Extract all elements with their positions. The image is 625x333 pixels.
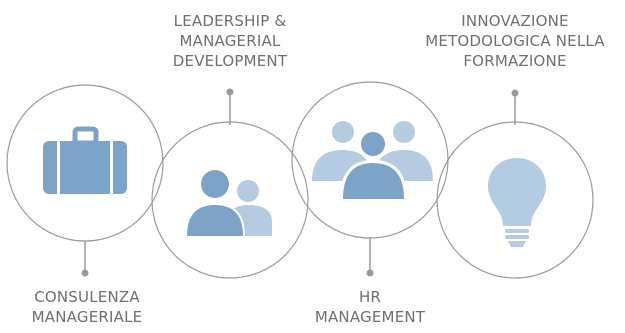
connectors (81, 88, 519, 277)
label-line: LEADERSHIP & (173, 12, 287, 30)
lightbulb-icon (488, 158, 546, 247)
label-line: METODOLOGICA NELLA (425, 32, 605, 50)
label-consulenza-manageriale: CONSULENZA MANAGERIALE (12, 287, 162, 327)
label-line: MANAGEMENT (314, 308, 426, 326)
two-people-icon (185, 170, 272, 236)
briefcase-icon (43, 126, 127, 194)
label-leadership-development: LEADERSHIP & MANAGERIAL DEVELOPMENT (150, 11, 310, 71)
label-line: INNOVAZIONE (461, 12, 569, 30)
connector-dot-hr (366, 269, 374, 277)
label-line: CONSULENZA (34, 288, 140, 306)
label-line: MANAGERIAL (179, 32, 281, 50)
circle-leadership (151, 121, 309, 279)
circle-innovazione (436, 121, 594, 279)
label-line: MANAGERIALE (31, 308, 143, 326)
circle-consulenza (6, 84, 164, 242)
label-line: DEVELOPMENT (172, 52, 288, 70)
circles (6, 81, 594, 279)
label-line: HR (358, 288, 382, 306)
connector-dot-consulenza (81, 269, 89, 277)
label-hr-management: HR MANAGEMENT (290, 287, 450, 327)
connector-dot-innovazione (511, 89, 519, 97)
connector-dot-leadership (226, 88, 234, 96)
group-icon (312, 121, 433, 199)
label-line: FORMAZIONE (463, 52, 567, 70)
label-innovazione-metodologica: INNOVAZIONE METODOLOGICA NELLA FORMAZION… (405, 11, 625, 71)
